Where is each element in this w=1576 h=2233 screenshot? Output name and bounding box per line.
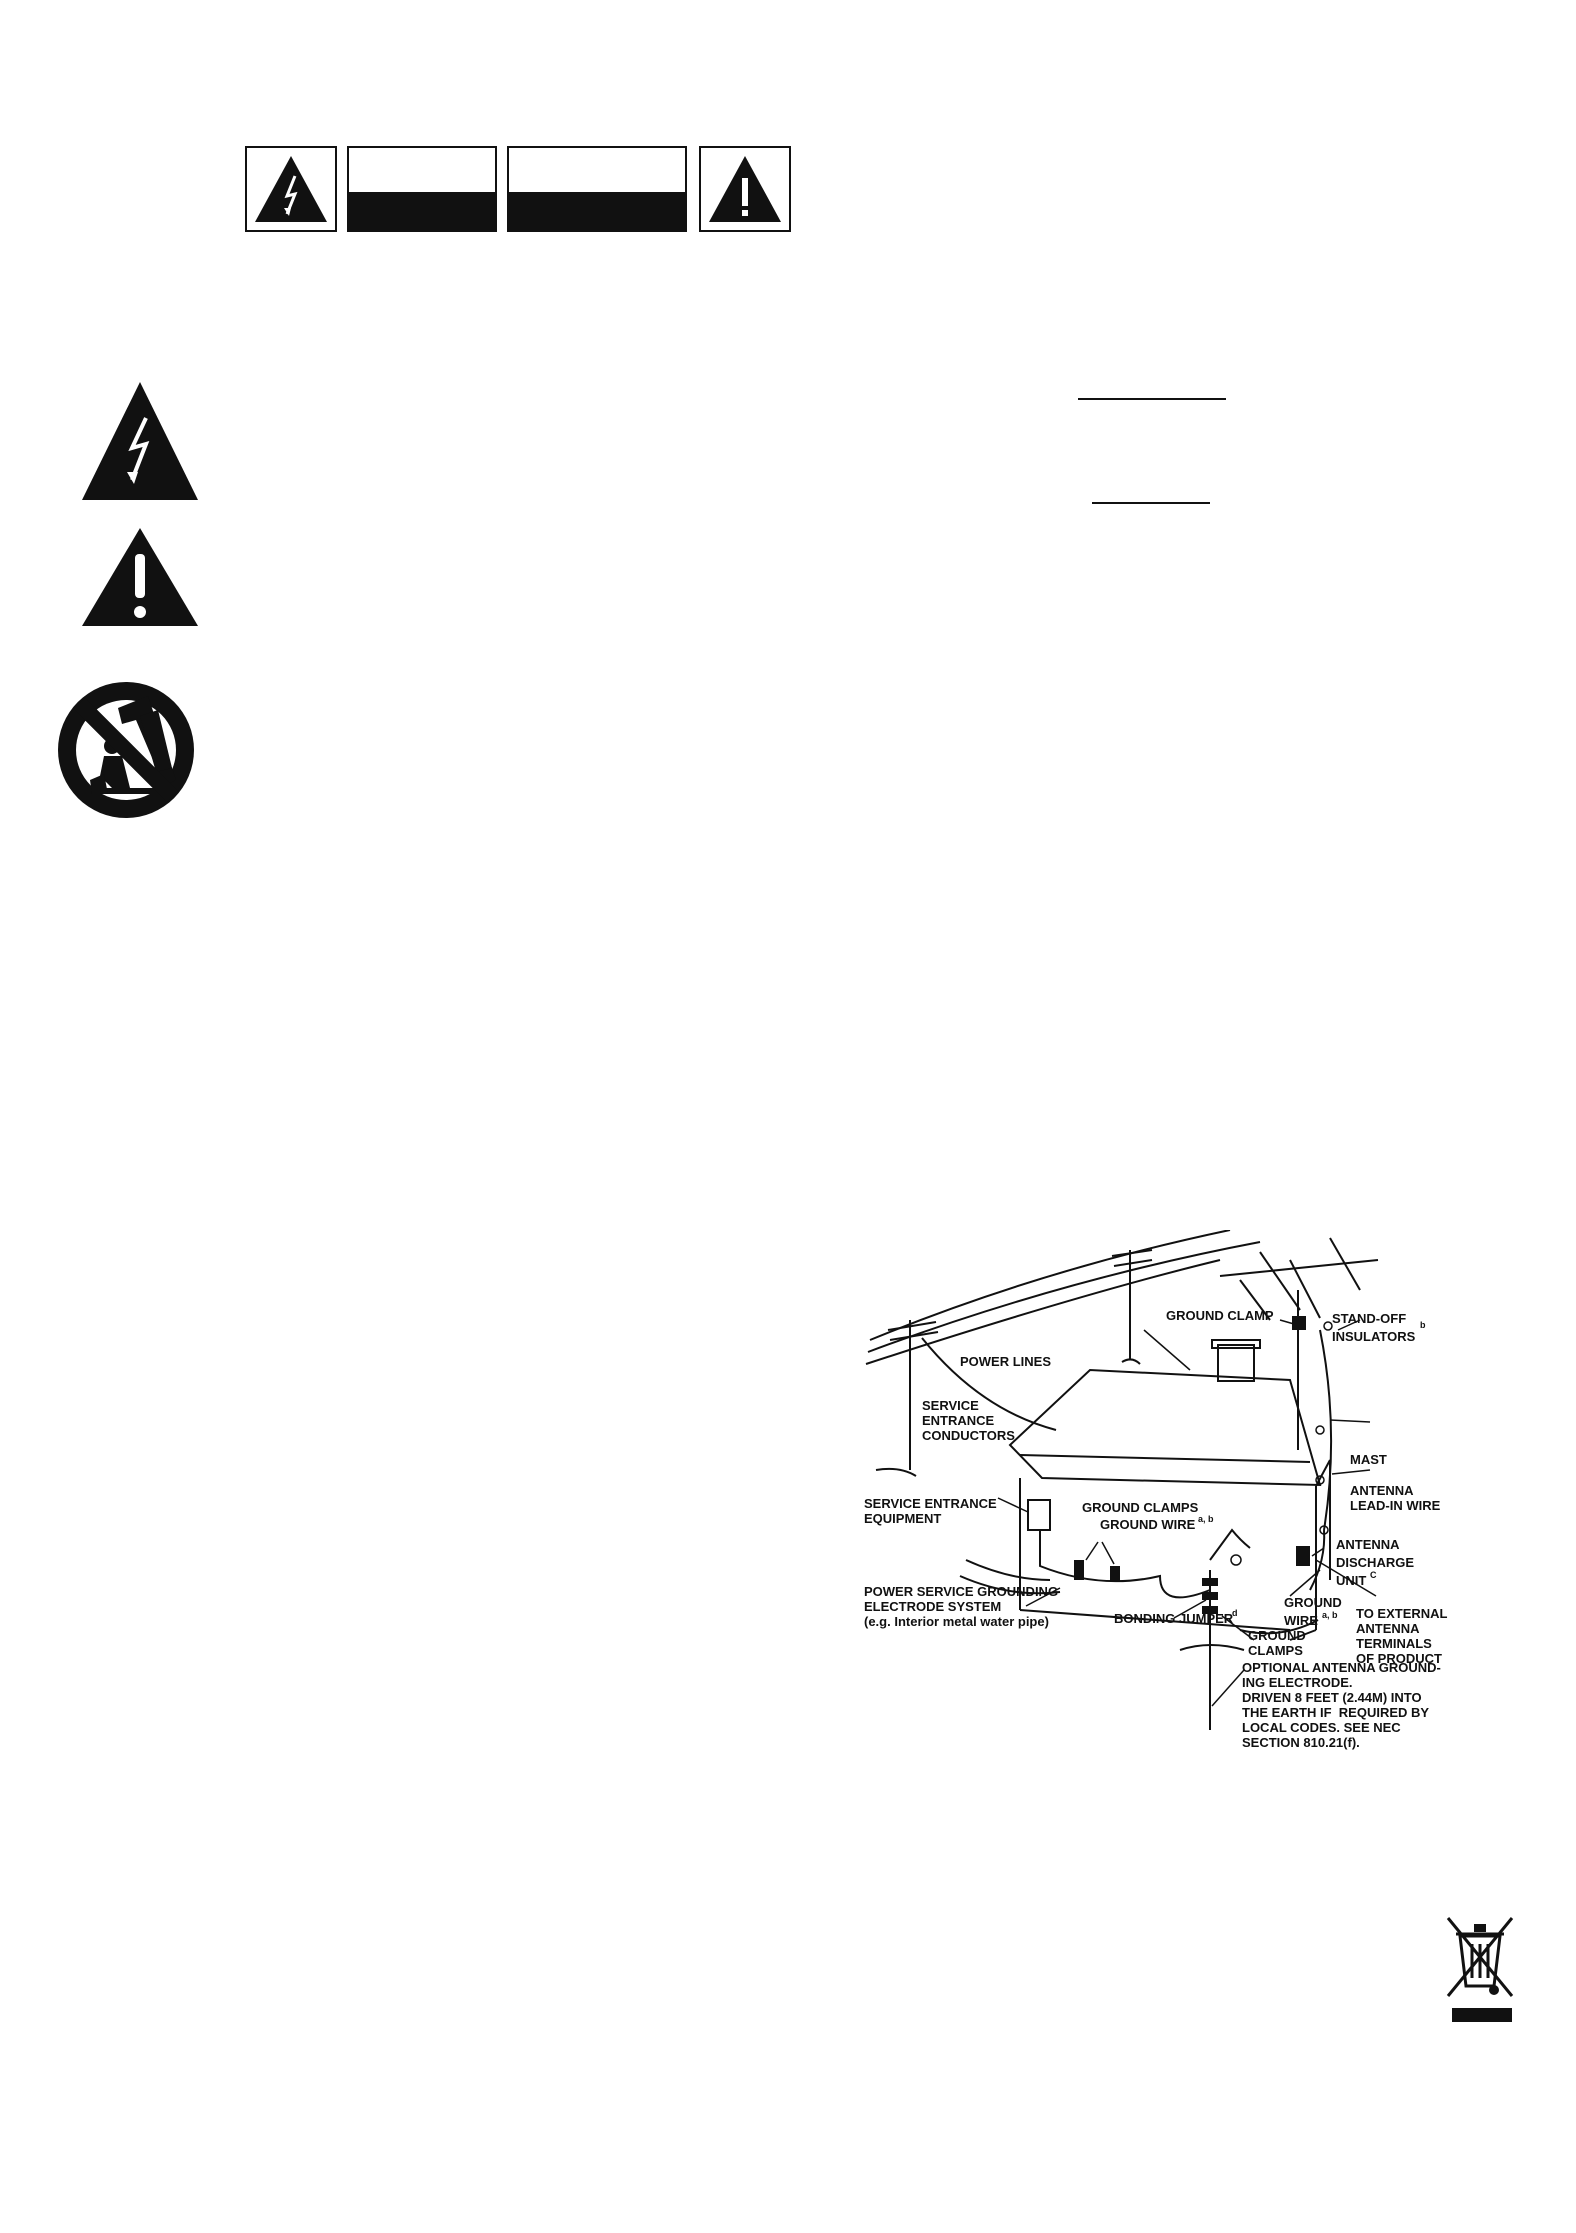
label-mast: MAST [1350, 1452, 1387, 1467]
underline-rule-1 [1078, 398, 1226, 400]
lightning-triangle-icon [82, 382, 198, 500]
label-ground-clamps-low: GROUND CLAMPS [1248, 1628, 1306, 1658]
exclamation-warning-icon [699, 146, 791, 232]
lightning-warning-icon [245, 146, 337, 232]
house-antenna-illustration [865, 1230, 1379, 1730]
banner-panel-left [347, 146, 497, 232]
label-optional-electrode: OPTIONAL ANTENNA GROUND- ING ELECTRODE. … [1242, 1660, 1441, 1750]
label-antenna-lead-in: ANTENNA LEAD-IN WIRE [1350, 1483, 1441, 1513]
label-power-grounding: POWER SERVICE GROUNDING ELECTRODE SYSTEM… [864, 1584, 1059, 1629]
label-external-terminals: TO EXTERNAL ANTENNA TERMINALS OF PRODUCT [1356, 1606, 1448, 1666]
banner-panel-right [507, 146, 687, 232]
label-ground-clamps-mid: GROUND CLAMPS [1082, 1500, 1199, 1515]
label-service-conductors: SERVICE ENTRANCE CONDUCTORS [922, 1398, 1015, 1443]
underline-rule-2 [1092, 502, 1210, 504]
label-service-equipment: SERVICE ENTRANCE EQUIPMENT [864, 1496, 997, 1526]
weee-bin-icon [1446, 1917, 1514, 2022]
antenna-grounding-diagram: GROUND CLAMP POWER LINES STAND-OFF INSUL… [860, 1230, 1480, 1750]
caution-banner [245, 146, 791, 232]
exclamation-triangle-icon [82, 528, 198, 626]
no-cart-tip-icon [58, 682, 194, 818]
label-ground-clamp: GROUND CLAMP [1166, 1308, 1274, 1323]
label-power-lines: POWER LINES [960, 1354, 1052, 1369]
